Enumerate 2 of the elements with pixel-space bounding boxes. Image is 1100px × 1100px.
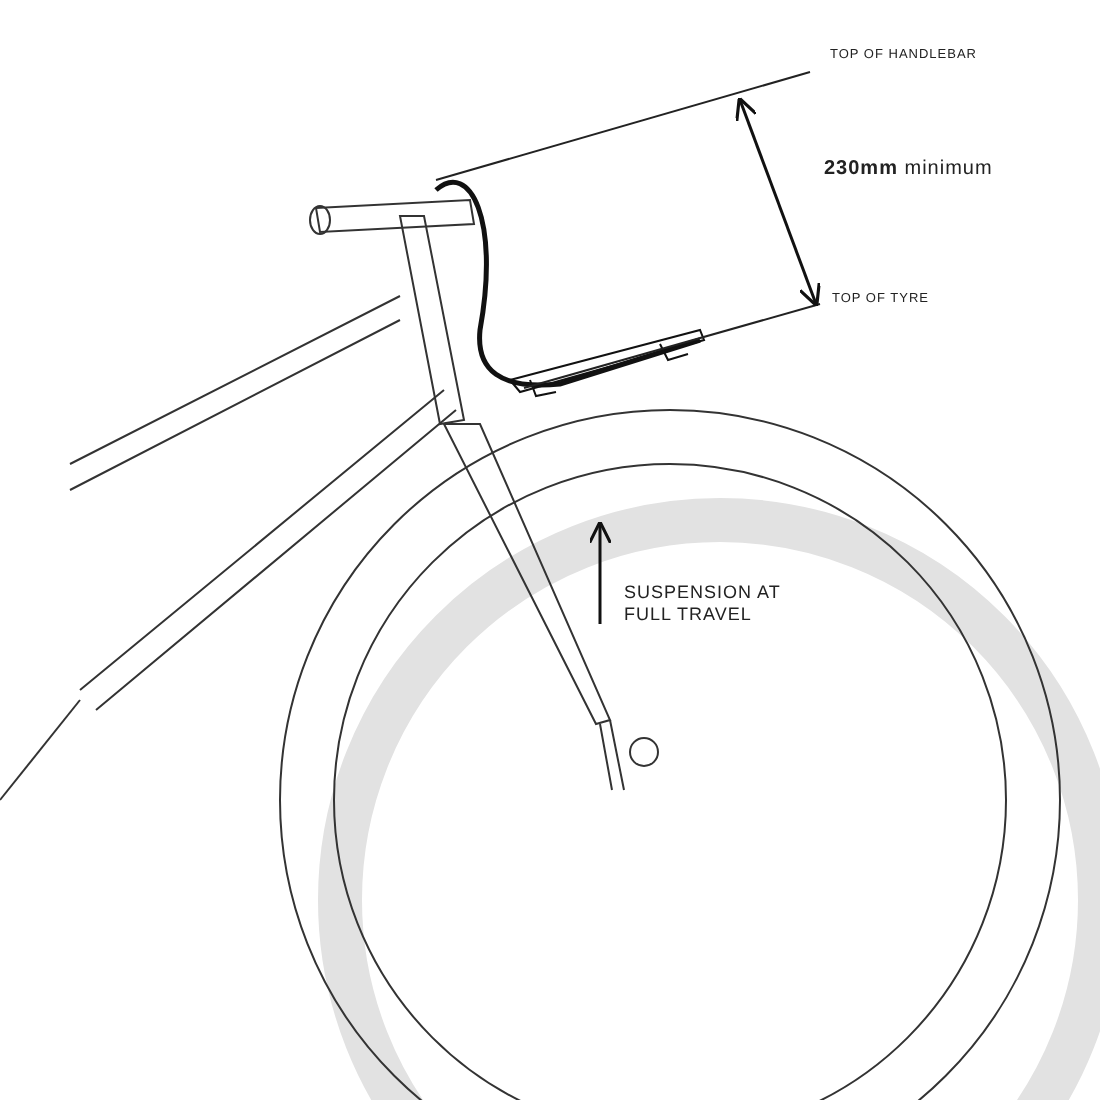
dimension-label: 230mm minimum bbox=[824, 158, 993, 180]
annotation-text: SUSPENSION AT FULL TRAVEL bbox=[624, 582, 783, 626]
